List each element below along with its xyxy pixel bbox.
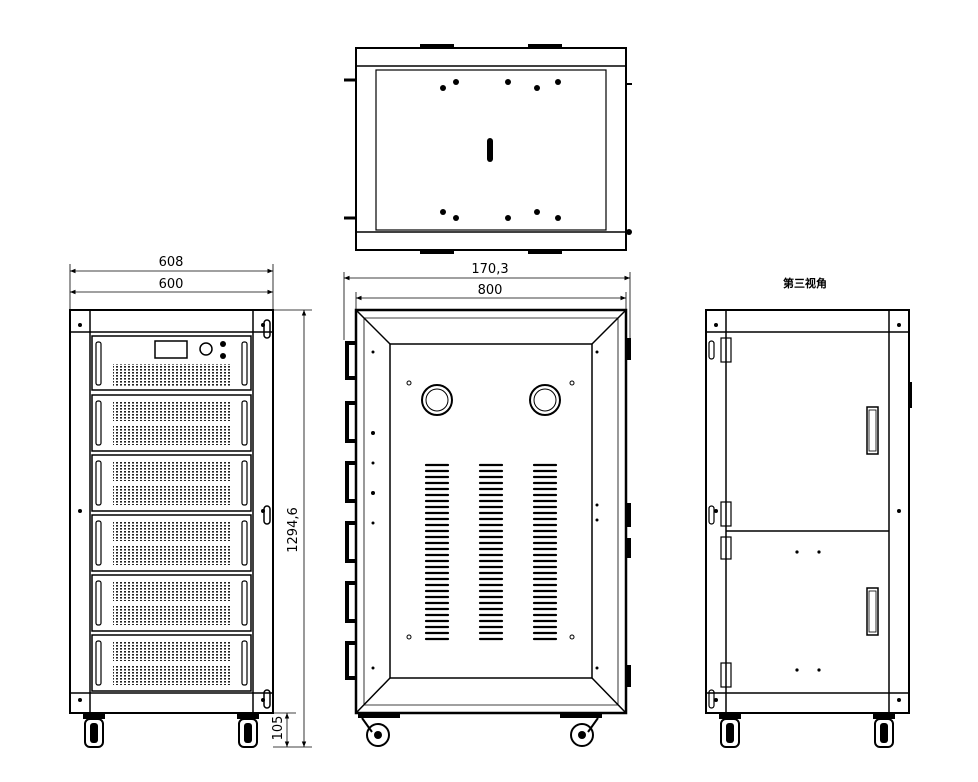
power-module	[91, 514, 252, 572]
right-view-caption: 第三视角	[783, 276, 827, 290]
left-outer-width-label: 608	[159, 255, 184, 270]
louver-column	[532, 463, 558, 641]
caster	[358, 713, 400, 747]
power-module	[91, 394, 252, 452]
middle-side-view	[345, 308, 631, 747]
middle-outer-width-label: 170,3	[471, 262, 508, 277]
middle-dimension-lines	[343, 272, 631, 340]
louver-column	[478, 463, 504, 641]
caster	[83, 713, 105, 748]
left-caster-height-label: 105	[271, 716, 286, 741]
caster	[560, 713, 602, 747]
left-inner-width-label: 600	[159, 277, 184, 292]
caster	[873, 713, 895, 748]
right-rear-view	[705, 309, 912, 748]
caster	[719, 713, 741, 748]
power-module	[91, 634, 252, 692]
left-front-view	[69, 309, 274, 748]
caster	[237, 713, 259, 748]
top-view	[344, 44, 632, 254]
power-module	[91, 574, 252, 632]
middle-inner-width-label: 800	[478, 283, 503, 298]
louver-column	[424, 463, 450, 641]
left-dimension-lines	[69, 264, 312, 748]
left-height-label: 1294,6	[286, 507, 301, 553]
power-module	[91, 454, 252, 512]
